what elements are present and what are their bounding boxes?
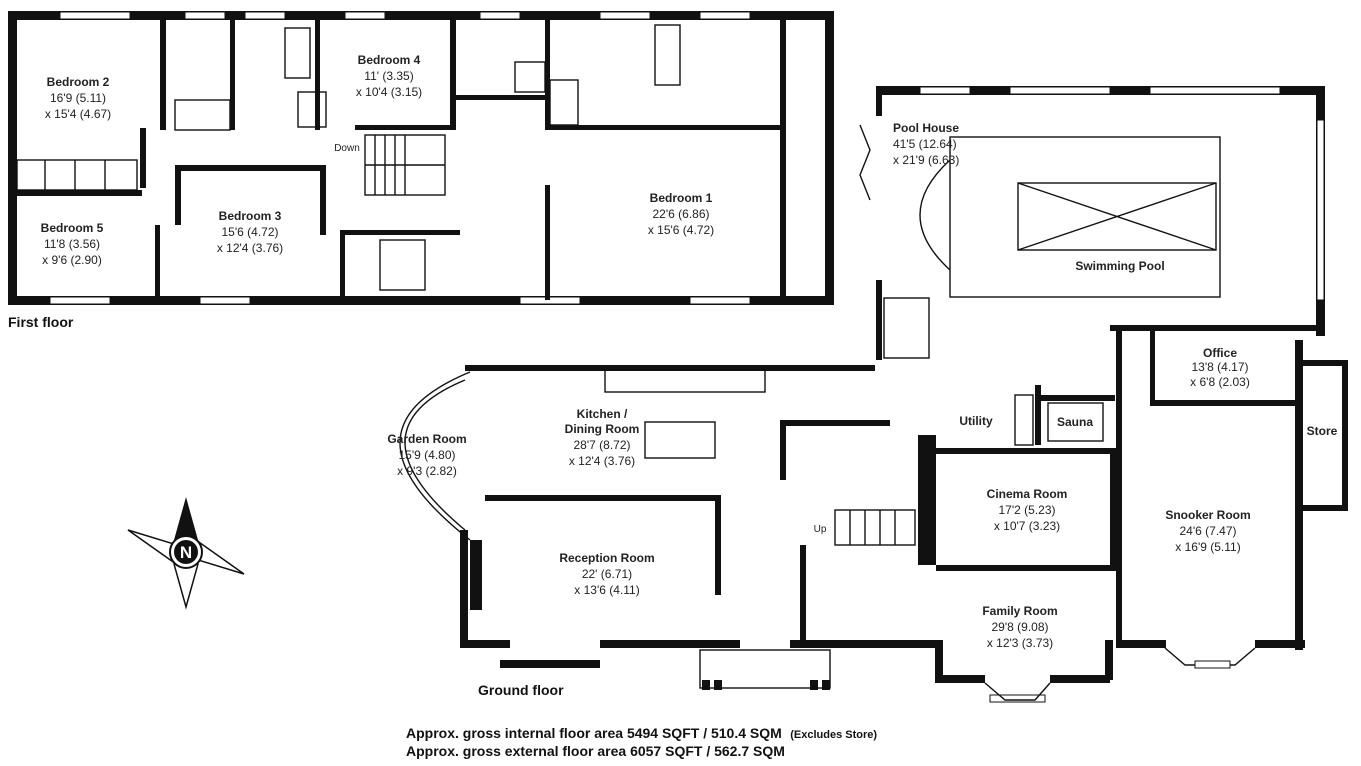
room-dimension: x 21'9 (6.63) bbox=[893, 153, 959, 167]
ground-floor-label: Ground floor bbox=[478, 682, 564, 698]
room-dimension: x 9'6 (2.90) bbox=[42, 253, 102, 267]
pool-house-plan bbox=[859, 86, 1325, 360]
room-name: Reception Room bbox=[559, 551, 654, 565]
room-dimension: 11'8 (3.56) bbox=[44, 237, 100, 251]
room-dimension: 29'8 (9.08) bbox=[992, 620, 1049, 634]
room-family: Family Room 29'8 (9.08) x 12'3 (3.73) bbox=[982, 604, 1057, 650]
room-name: Garden Room bbox=[387, 432, 466, 446]
room-dimension: 15'9 (4.80) bbox=[399, 448, 456, 462]
first-floor-plan bbox=[8, 11, 834, 305]
store-label: Store bbox=[1307, 424, 1338, 438]
room-dimension: x 12'4 (3.76) bbox=[217, 241, 283, 255]
room-dimension: x 15'6 (4.72) bbox=[648, 223, 714, 237]
room-name: Pool House bbox=[893, 121, 959, 135]
room-name: Bedroom 4 bbox=[358, 53, 421, 67]
internal-area-text: Approx. gross internal floor area 5494 S… bbox=[406, 725, 877, 742]
room-garden-room: Garden Room 15'9 (4.80) x 9'3 (2.82) bbox=[387, 432, 466, 478]
room-dimension: x 12'3 (3.73) bbox=[987, 636, 1053, 650]
room-dimension: x 9'3 (2.82) bbox=[397, 464, 457, 478]
room-dimension: 22' (6.71) bbox=[582, 567, 632, 581]
room-dimension: x 10'4 (3.15) bbox=[356, 85, 422, 99]
compass-north-label: N bbox=[180, 543, 192, 562]
room-name: Dining Room bbox=[565, 422, 640, 436]
room-office: Office 13'8 (4.17) x 6'8 (2.03) bbox=[1190, 346, 1250, 389]
room-dimension: 17'2 (5.23) bbox=[999, 503, 1056, 517]
compass-icon: N bbox=[127, 497, 245, 610]
ground-floor-plan bbox=[399, 325, 1348, 703]
room-dimension: 28'7 (8.72) bbox=[574, 438, 631, 452]
room-name: Bedroom 1 bbox=[650, 191, 713, 205]
room-bedroom-5: Bedroom 5 11'8 (3.56) x 9'6 (2.90) bbox=[41, 221, 104, 267]
room-kitchen-dining: Kitchen / Dining Room 28'7 (8.72) x 12'4… bbox=[565, 407, 640, 468]
room-dimension: x 16'9 (5.11) bbox=[1175, 540, 1240, 554]
room-dimension: 16'9 (5.11) bbox=[50, 91, 106, 105]
room-name: Bedroom 5 bbox=[41, 221, 104, 235]
stairs-down-label: Down bbox=[334, 143, 360, 154]
room-name: Kitchen / bbox=[577, 407, 628, 421]
external-area-text: Approx. gross external floor area 6057 S… bbox=[406, 743, 785, 759]
internal-area-value: Approx. gross internal floor area 5494 S… bbox=[406, 725, 782, 741]
room-dimension: 41'5 (12.64) bbox=[893, 137, 957, 151]
room-snooker: Snooker Room 24'6 (7.47) x 16'9 (5.11) bbox=[1165, 508, 1250, 554]
room-dimension: 15'6 (4.72) bbox=[222, 225, 279, 239]
internal-area-note: (Excludes Store) bbox=[790, 729, 877, 741]
room-dimension: x 12'4 (3.76) bbox=[569, 454, 635, 468]
room-bedroom-3: Bedroom 3 15'6 (4.72) x 12'4 (3.76) bbox=[217, 209, 283, 255]
room-bedroom-4: Bedroom 4 11' (3.35) x 10'4 (3.15) bbox=[356, 53, 422, 99]
room-dimension: x 15'4 (4.67) bbox=[45, 107, 111, 121]
room-name: Bedroom 3 bbox=[219, 209, 282, 223]
room-bedroom-2: Bedroom 2 16'9 (5.11) x 15'4 (4.67) bbox=[45, 75, 111, 121]
first-floor-label: First floor bbox=[8, 314, 74, 330]
room-name: Snooker Room bbox=[1165, 508, 1250, 522]
room-name: Office bbox=[1203, 346, 1237, 360]
room-name: Bedroom 2 bbox=[47, 75, 110, 89]
room-name: Cinema Room bbox=[987, 487, 1068, 501]
room-dimension: 24'6 (7.47) bbox=[1180, 524, 1237, 538]
utility-label: Utility bbox=[959, 414, 993, 428]
room-dimension: x 6'8 (2.03) bbox=[1190, 375, 1250, 389]
room-dimension: 13'8 (4.17) bbox=[1192, 360, 1249, 374]
stairs-up-label: Up bbox=[814, 524, 827, 535]
room-reception: Reception Room 22' (6.71) x 13'6 (4.11) bbox=[559, 551, 654, 597]
room-dimension: x 10'7 (3.23) bbox=[994, 519, 1060, 533]
room-dimension: 22'6 (6.86) bbox=[653, 207, 710, 221]
room-pool-house: Pool House 41'5 (12.64) x 21'9 (6.63) bbox=[893, 121, 959, 167]
room-dimension: x 13'6 (4.11) bbox=[574, 583, 639, 597]
room-dimension: 11' (3.35) bbox=[364, 69, 413, 83]
room-name: Family Room bbox=[982, 604, 1057, 618]
room-bedroom-1: Bedroom 1 22'6 (6.86) x 15'6 (4.72) bbox=[648, 191, 714, 237]
swimming-pool-label: Swimming Pool bbox=[1075, 259, 1164, 273]
sauna-label: Sauna bbox=[1057, 415, 1093, 429]
room-cinema: Cinema Room 17'2 (5.23) x 10'7 (3.23) bbox=[987, 487, 1068, 533]
